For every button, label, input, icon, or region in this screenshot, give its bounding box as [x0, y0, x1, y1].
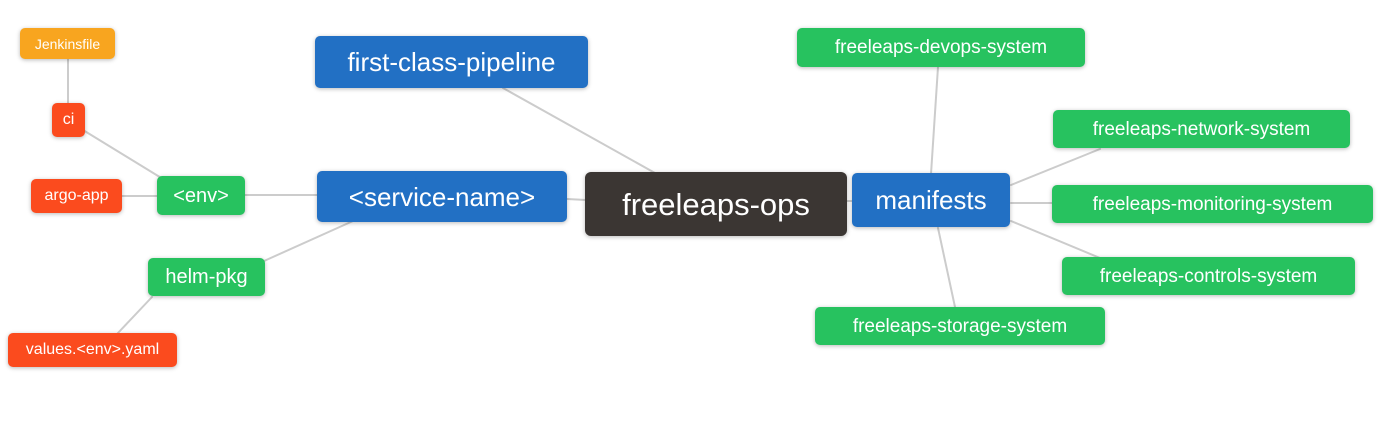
node-first-class-pipeline[interactable]: first-class-pipeline	[315, 36, 588, 88]
edge-service-root	[566, 198, 587, 201]
node-ci[interactable]: ci	[52, 103, 85, 137]
node-helm-pkg[interactable]: helm-pkg	[148, 258, 265, 296]
node-env[interactable]: <env>	[157, 176, 245, 215]
node-freeleaps-devops-system[interactable]: freeleaps-devops-system	[797, 28, 1085, 67]
edge-manifests-devops	[930, 66, 939, 175]
node-freeleaps-monitoring-system[interactable]: freeleaps-monitoring-system	[1052, 185, 1373, 223]
node-freeleaps-ops-root[interactable]: freeleaps-ops	[585, 172, 847, 236]
node-freeleaps-storage-system[interactable]: freeleaps-storage-system	[815, 307, 1105, 345]
node-freeleaps-network-system[interactable]: freeleaps-network-system	[1053, 110, 1350, 148]
edge-values-helm-pkg	[116, 296, 153, 335]
edge-ci-env	[82, 129, 164, 180]
edge-pipeline-root	[502, 87, 656, 174]
edge-helm-pkg-service	[263, 220, 354, 262]
edge-manifests-network	[1010, 148, 1101, 186]
node-service-name[interactable]: <service-name>	[317, 171, 567, 222]
node-values-env-yaml[interactable]: values.<env>.yaml	[8, 333, 177, 367]
node-manifests[interactable]: manifests	[852, 173, 1010, 227]
node-jenkinsfile[interactable]: Jenkinsfile	[20, 28, 115, 59]
edge-manifests-storage	[937, 227, 956, 308]
node-freeleaps-controls-system[interactable]: freeleaps-controls-system	[1062, 257, 1355, 295]
node-argo-app[interactable]: argo-app	[31, 179, 122, 213]
edge-manifests-controls	[1010, 220, 1101, 259]
